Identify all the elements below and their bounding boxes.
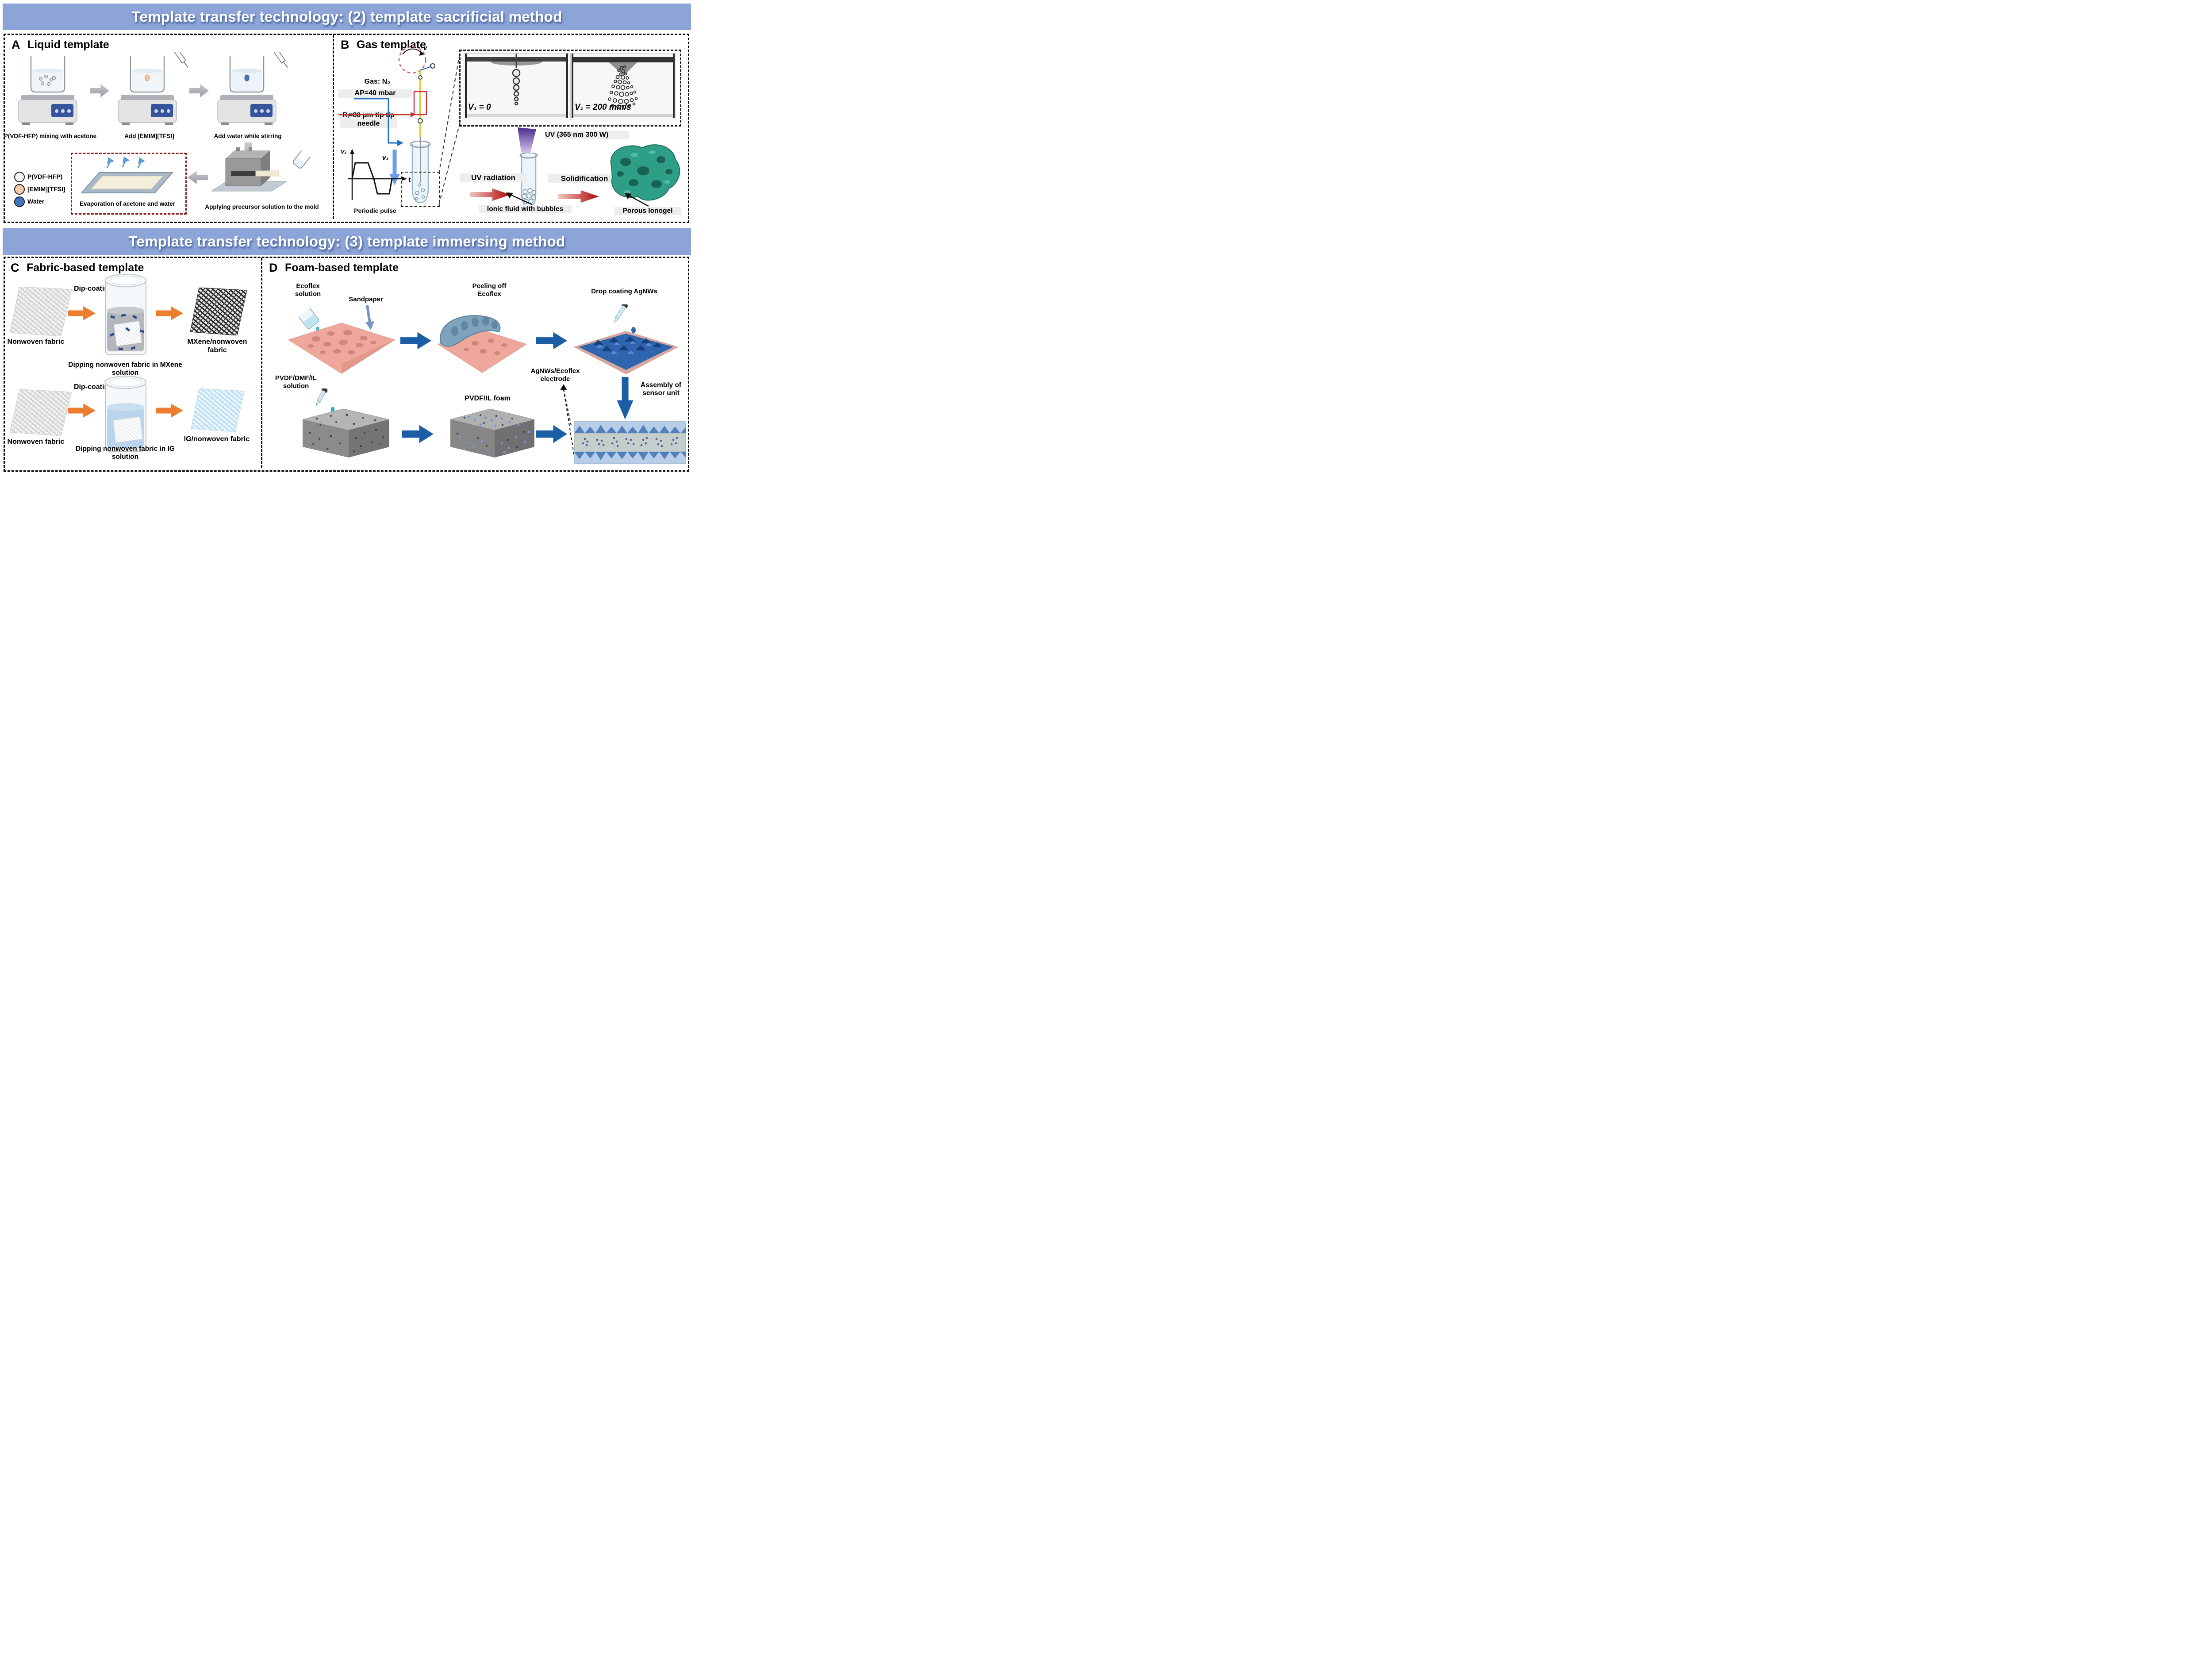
ionic-fluid-label: Ionic fluid with bubbles bbox=[479, 205, 572, 214]
connector-lines bbox=[338, 98, 416, 146]
pvdf-foam-label: PVDF/IL foam bbox=[465, 395, 511, 402]
assembly-label: Assembly of sensor unit bbox=[640, 381, 682, 397]
step1-label: P(VDF-HFP) mixing with acetone bbox=[4, 133, 97, 139]
v1-200-label: V₁ = 200 mm/s bbox=[575, 103, 631, 112]
test-tube-bubbles-illustration bbox=[410, 141, 431, 204]
uv-lamp-label: UV (365 nm 300 W) bbox=[545, 131, 629, 139]
photo-v1-zero bbox=[464, 53, 569, 120]
pulse-axis-y-label: v₁ bbox=[341, 148, 347, 155]
sandpaper-label: Sandpaper bbox=[349, 296, 383, 303]
hotplate-beaker-syringe-emim-illustration bbox=[118, 52, 188, 125]
panel-d-tag: D bbox=[269, 261, 278, 274]
dip-coating-label-2: Dip-coating bbox=[74, 383, 113, 391]
drop-coating-label: Drop coating AgNWs bbox=[591, 288, 657, 295]
banner-immersing-method: Template transfer technology: (3) templa… bbox=[3, 228, 691, 255]
legend-label-pvdf: P(VDF-HFP) bbox=[27, 173, 63, 180]
applying-label: Applying precursor solution to the mold bbox=[205, 204, 319, 210]
ig-fabric-label: IG/nonwoven fabric bbox=[184, 435, 250, 443]
legend-dot-pvdf bbox=[14, 172, 25, 182]
ecoflex-pour-beaker-icon bbox=[298, 308, 323, 336]
tube-velocity-label: v₁ bbox=[382, 154, 389, 162]
step2-label: Add [EMIM][TFSI] bbox=[124, 133, 174, 139]
pvdf-il-foam-illustration bbox=[450, 408, 535, 458]
legend-label-water: Water bbox=[27, 198, 45, 205]
pulse-axis-x-label: t bbox=[408, 176, 411, 184]
hotplate-beaker-syringe-water-illustration bbox=[217, 52, 288, 125]
spin-velocity-label: v bbox=[423, 44, 427, 52]
ig-fabric-swatch bbox=[191, 388, 244, 432]
ionic-fluid-arrow bbox=[506, 192, 532, 205]
legend-dot-water bbox=[14, 196, 25, 207]
porous-ionogel-arrow bbox=[625, 193, 649, 207]
banner-sacrificial-method: Template transfer technology: (2) templa… bbox=[3, 4, 691, 30]
panel-c-title: Fabric-based template bbox=[27, 261, 144, 274]
ig-beaker-illustration bbox=[104, 375, 147, 452]
solidification-label: Solidification bbox=[548, 174, 621, 184]
ig-caption: Dipping nonwoven fabric in IG solution bbox=[76, 445, 175, 461]
pvdf-solution-label: PVDF/DMF/IL solution bbox=[275, 374, 317, 390]
divider-a-b bbox=[333, 35, 334, 219]
hotplate-beaker-pellets-illustration bbox=[18, 56, 77, 125]
evaporation-dashed-box bbox=[71, 153, 187, 215]
nonwoven-fabric-swatch-2 bbox=[10, 389, 72, 436]
agnws-electrode-pointer bbox=[560, 384, 576, 462]
uv-beam-icon bbox=[518, 127, 536, 154]
periodic-pulse-graph bbox=[348, 149, 407, 200]
legend-label-emim: [EMIM][TFSI] bbox=[27, 185, 65, 192]
mxene-caption: Dipping nonwoven fabric in MXene solutio… bbox=[68, 361, 182, 377]
panel-a-title: Liquid template bbox=[27, 38, 109, 51]
step3-label: Add water while stirring bbox=[214, 133, 282, 139]
pulse-caption: Periodic pulse bbox=[354, 207, 396, 214]
agnws-coated-foam-illustration bbox=[573, 304, 679, 374]
gas-label: Gas: N₂ bbox=[364, 78, 391, 85]
banner-title-2: Template transfer technology: (3) templa… bbox=[128, 233, 565, 250]
pressure-label: AP=40 mbar bbox=[338, 89, 412, 98]
mxene-beaker-illustration bbox=[104, 273, 147, 355]
mold-evaporation-illustration bbox=[80, 156, 174, 193]
mxene-fabric-label: MXene/nonwoven fabric bbox=[187, 338, 247, 354]
nonwoven-fabric-label-2: Nonwoven fabric bbox=[7, 438, 65, 446]
mxene-fabric-swatch bbox=[190, 288, 247, 335]
panel-b-tag: B bbox=[341, 38, 349, 51]
gray-foam-block-illustration bbox=[302, 408, 390, 458]
banner-title-1: Template transfer technology: (2) templa… bbox=[131, 8, 562, 25]
panel-a-tag: A bbox=[12, 38, 20, 51]
bubble-photos-box bbox=[459, 50, 681, 127]
dip-coating-label-1: Dip-coating bbox=[74, 285, 113, 292]
figure-canvas: Template transfer technology: (2) templa… bbox=[0, 0, 694, 473]
tube-zoom-dashed-box bbox=[401, 172, 440, 207]
nonwoven-fabric-label-1: Nonwoven fabric bbox=[7, 338, 65, 346]
peeling-ecoflex-illustration bbox=[437, 315, 527, 373]
ecoflex-solution-label: Ecoflex solution bbox=[295, 282, 321, 298]
evaporation-label: Evaporation of acetone and water bbox=[79, 200, 176, 207]
panel-c-tag: C bbox=[11, 261, 19, 274]
pouring-beaker-icon bbox=[292, 150, 311, 169]
sensor-unit-illustration bbox=[574, 421, 686, 464]
legend-dot-emim bbox=[14, 184, 25, 195]
porous-ionogel-label: Porous Ionogel bbox=[614, 207, 681, 215]
mold-press-illustration bbox=[211, 147, 287, 192]
agnws-electrode-label: AgNWs/Ecoflex electrode bbox=[530, 367, 580, 383]
zoom-connector-lines bbox=[438, 51, 461, 205]
panel-d-title: Foam-based template bbox=[285, 261, 399, 274]
nonwoven-fabric-swatch-1 bbox=[10, 287, 72, 336]
uv-radiation-label: UV radiation bbox=[460, 173, 526, 183]
sandpaper-arrow bbox=[365, 305, 374, 330]
peeling-label: Peeling off Ecoflex bbox=[472, 282, 507, 298]
photo-v1-200 bbox=[570, 53, 676, 120]
v1-zero-label: V₁ = 0 bbox=[468, 103, 491, 112]
divider-c-d bbox=[261, 258, 262, 468]
porous-ionogel-illustration bbox=[610, 144, 680, 201]
pink-foam-illustration bbox=[288, 323, 396, 374]
